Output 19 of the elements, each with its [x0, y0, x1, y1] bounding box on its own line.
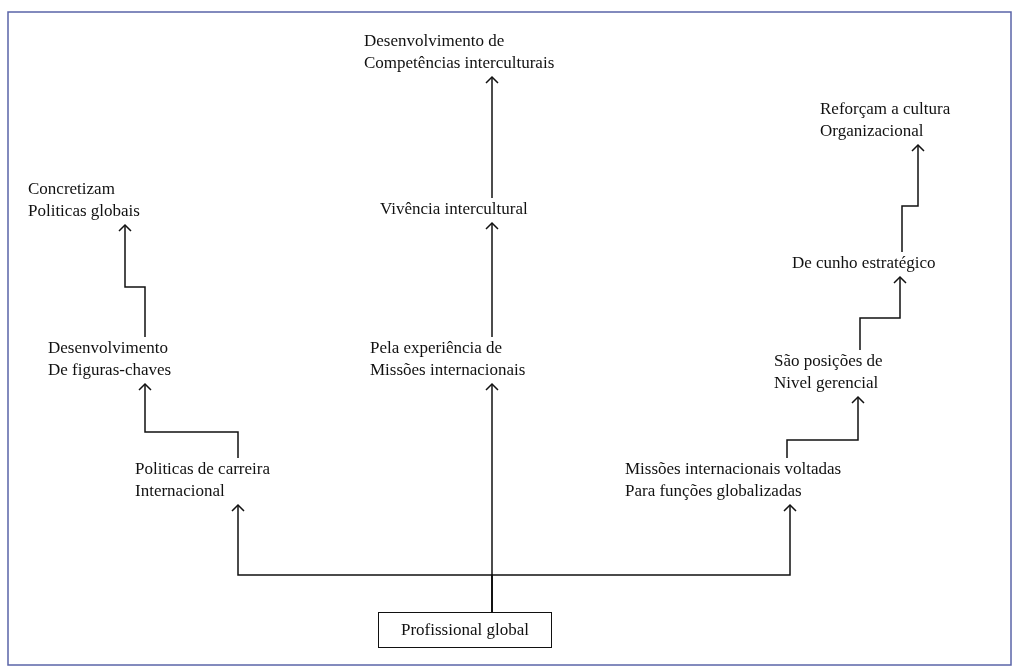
arrow [901, 144, 925, 253]
node-label: Desenvolvimento de Competências interculturais [364, 30, 556, 74]
arrow [485, 222, 499, 338]
node-label: Pela experiência de Missões internacionais [370, 337, 527, 381]
node-label: Reforçam a cultura Organizacional [820, 98, 952, 142]
node-label: Desenvolvimento De figuras-chaves [48, 337, 173, 381]
arrow [138, 383, 239, 459]
node-label: Vivência intercultural [380, 198, 528, 220]
arrow [118, 224, 146, 338]
arrow [485, 76, 499, 199]
process-box: Profissional global [378, 612, 552, 648]
arrow [491, 504, 797, 613]
arrow [859, 276, 907, 351]
arrow [786, 396, 865, 459]
node-label: Politicas de carreira Internacional [135, 458, 271, 502]
node-label: Missões internacionais voltadas Para funções globalizadas [625, 458, 843, 502]
node-label: São posições de Nivel gerencial [774, 350, 884, 394]
node-label: De cunho estratégico [792, 252, 936, 274]
node-label: Concretizam Politicas globais [28, 178, 141, 222]
